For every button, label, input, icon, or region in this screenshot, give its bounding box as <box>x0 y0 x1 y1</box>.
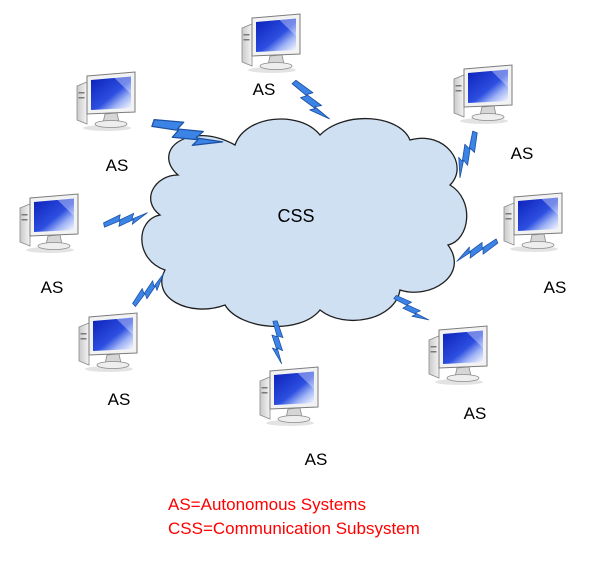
desktop-computer-icon <box>76 71 136 132</box>
desktop-computer-icon <box>428 325 488 386</box>
node-label: AS <box>253 80 276 99</box>
node-label: AS <box>544 278 567 297</box>
desktop-computer-icon <box>259 366 319 427</box>
node-n3: AS <box>453 64 534 163</box>
node-label: AS <box>41 278 64 297</box>
lightning-bolt-icon <box>269 320 286 365</box>
desktop-computer-icon <box>453 64 513 125</box>
lightning-bolt-icon <box>391 291 432 327</box>
node-n4: AS <box>19 193 79 297</box>
node-label: AS <box>464 404 487 423</box>
lightning-bolt-icon <box>289 76 334 126</box>
cloud-label: CSS <box>277 206 314 226</box>
cloud-icon <box>141 117 468 327</box>
node-label: AS <box>108 390 131 409</box>
node-n1: AS <box>241 13 301 99</box>
node-n2: AS <box>76 71 136 175</box>
node-n5: AS <box>503 192 567 297</box>
node-n6: AS <box>78 312 138 409</box>
node-n8: AS <box>259 366 328 469</box>
legend-css: CSS=Communication Subsystem <box>168 519 420 538</box>
lightning-bolt-icon <box>102 208 150 231</box>
css-cloud <box>141 117 468 327</box>
legend: AS=Autonomous Systems CSS=Communication … <box>168 493 420 541</box>
lightning-bolt-icon <box>453 235 501 266</box>
desktop-computer-icon <box>241 13 301 74</box>
desktop-computer-icon <box>78 312 138 373</box>
node-label: AS <box>305 450 328 469</box>
node-label: AS <box>106 156 129 175</box>
desktop-computer-icon <box>19 193 79 254</box>
node-n7: AS <box>428 325 488 423</box>
legend-as: AS=Autonomous Systems <box>168 495 366 514</box>
desktop-computer-icon <box>503 192 563 253</box>
node-label: AS <box>511 144 534 163</box>
